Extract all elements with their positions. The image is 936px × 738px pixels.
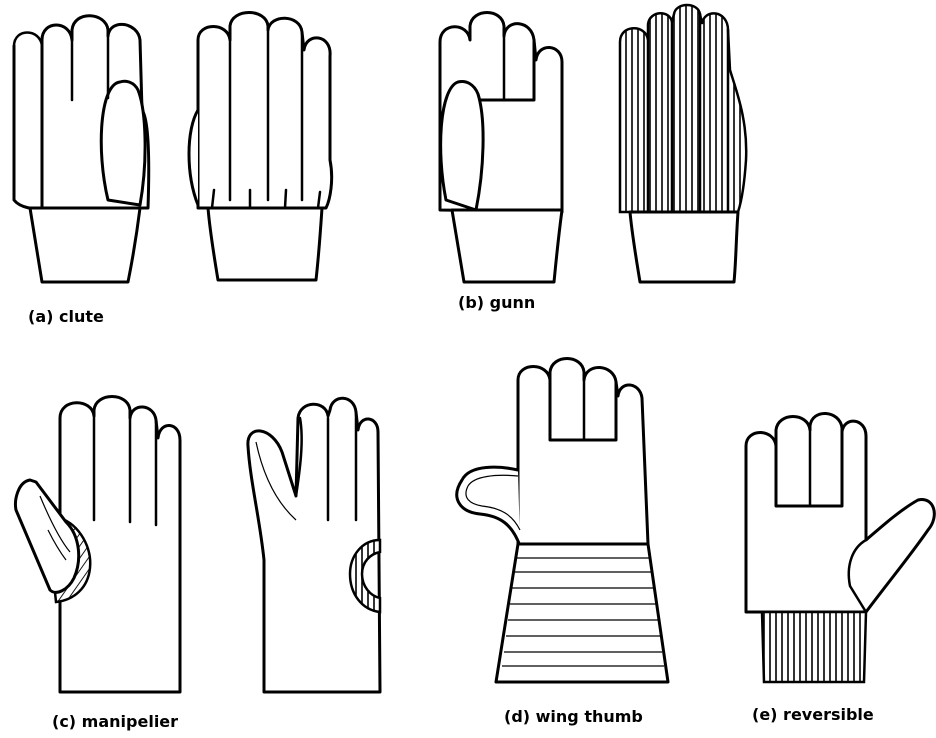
caption-wing-thumb: (d) wing thumb	[504, 707, 643, 726]
glove-gunn-front	[440, 13, 562, 283]
glove-manipelier-back	[248, 398, 380, 692]
glove-wing-thumb	[457, 359, 668, 683]
glove-clute-back	[189, 13, 332, 281]
glove-gunn-back	[620, 5, 746, 282]
glove-reversible	[746, 413, 934, 682]
glove-clute-front	[14, 16, 149, 282]
caption-gunn: (b) gunn	[458, 293, 535, 312]
glove-manipelier-front	[16, 397, 180, 693]
caption-manipelier: (c) manipelier	[52, 712, 178, 731]
caption-reversible: (e) reversible	[752, 705, 874, 724]
caption-clute: (a) clute	[28, 307, 104, 326]
